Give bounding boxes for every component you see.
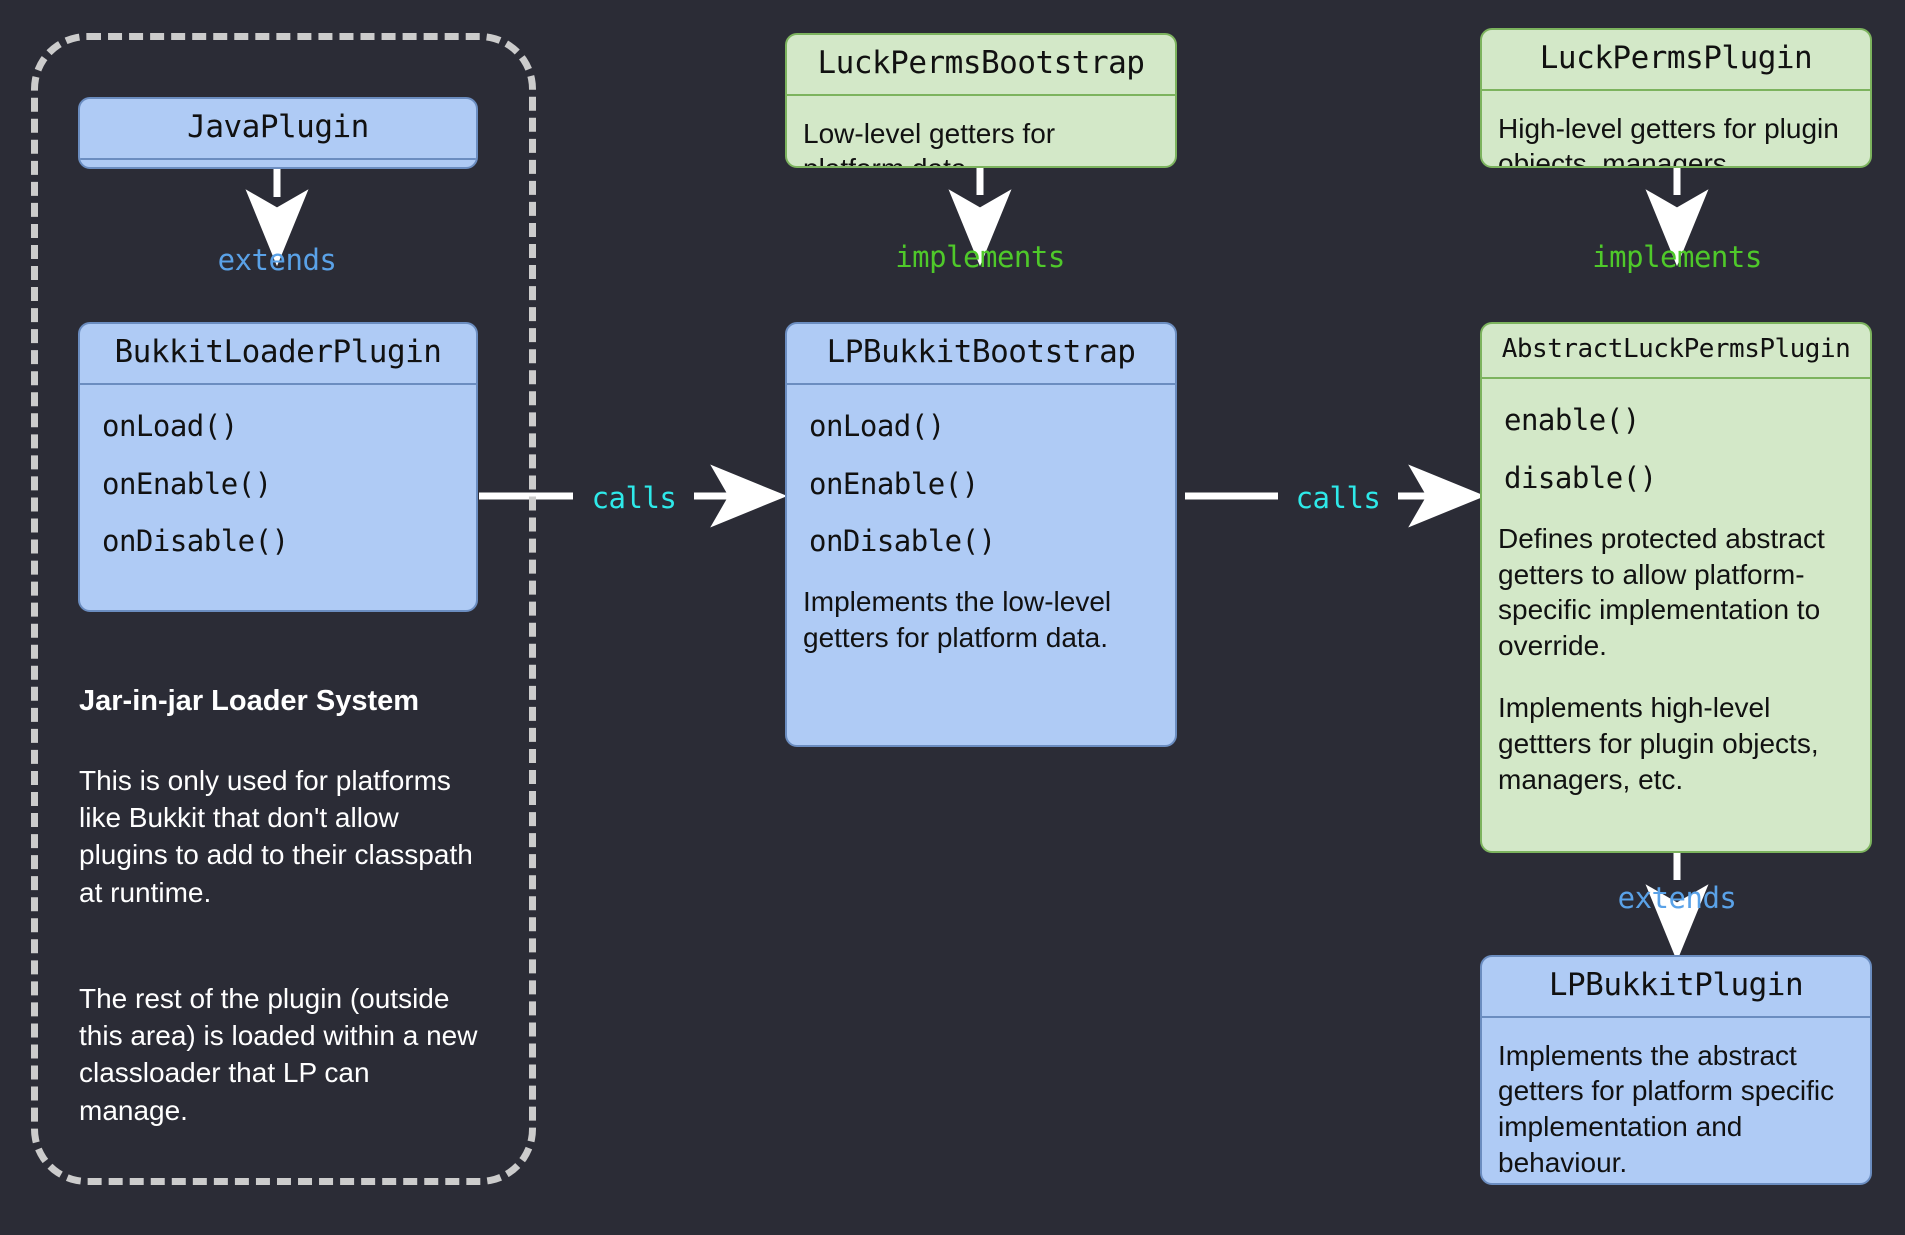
method-item: onLoad() bbox=[809, 408, 945, 443]
edge-label-calls-bootstrap: calls bbox=[1295, 481, 1381, 515]
node-bukkit-loader-plugin[interactable]: BukkitLoaderPlugin onLoad() onEnable() o… bbox=[78, 322, 478, 612]
node-description: Low-level getters for platform data. bbox=[803, 117, 1056, 166]
node-title: LuckPermsBootstrap bbox=[787, 35, 1175, 96]
node-title: LuckPermsPlugin bbox=[1482, 30, 1870, 91]
node-description: Implements high-level gettters for plugi… bbox=[1498, 691, 1819, 795]
method-item: disable() bbox=[1504, 460, 1657, 495]
method-item: onDisable() bbox=[809, 524, 996, 559]
node-luckperms-plugin[interactable]: LuckPermsPlugin High-level getters for p… bbox=[1480, 28, 1872, 168]
node-body bbox=[80, 160, 476, 167]
method-item: enable() bbox=[1504, 402, 1640, 437]
node-luckperms-bootstrap[interactable]: LuckPermsBootstrap Low-level getters for… bbox=[785, 33, 1177, 168]
subgraph-paragraph-1: This is only used for platforms like Buk… bbox=[79, 765, 473, 908]
node-abstract-luckperms-plugin[interactable]: AbstractLuckPermsPlugin enable() disable… bbox=[1480, 322, 1872, 853]
jar-in-jar-subgraph-container bbox=[31, 33, 536, 1185]
node-body: enable() disable() Defines protected abs… bbox=[1482, 379, 1870, 851]
node-java-plugin[interactable]: JavaPlugin bbox=[78, 97, 478, 169]
node-title: LPBukkitBootstrap bbox=[787, 324, 1175, 385]
node-title: LPBukkitPlugin bbox=[1482, 957, 1870, 1018]
node-title: BukkitLoaderPlugin bbox=[80, 324, 476, 385]
node-lp-bukkit-plugin[interactable]: LPBukkitPlugin Implements the abstract g… bbox=[1480, 955, 1872, 1185]
node-body: Implements the abstract getters for plat… bbox=[1482, 1018, 1870, 1183]
subgraph-paragraph-2: The rest of the plugin (outside this are… bbox=[79, 983, 478, 1126]
node-body: onLoad() onEnable() onDisable() Implemen… bbox=[787, 385, 1175, 745]
node-title: AbstractLuckPermsPlugin bbox=[1482, 324, 1870, 379]
node-description: Defines protected abstract getters to al… bbox=[1498, 522, 1825, 662]
method-item: onEnable() bbox=[102, 466, 272, 501]
method-item: onDisable() bbox=[102, 524, 289, 559]
subgraph-heading: Jar-in-jar Loader System bbox=[79, 685, 420, 717]
edge-label-extends-java: extends bbox=[217, 243, 337, 277]
node-lp-bukkit-bootstrap[interactable]: LPBukkitBootstrap onLoad() onEnable() on… bbox=[785, 322, 1177, 747]
method-item: onLoad() bbox=[102, 408, 238, 443]
node-body: Low-level getters for platform data. bbox=[787, 96, 1175, 166]
edge-label-calls-loader: calls bbox=[591, 481, 677, 515]
method-item: onEnable() bbox=[809, 466, 979, 501]
edge-label-implements-bootstrap: implements bbox=[895, 240, 1065, 274]
edge-label-implements-plugin: implements bbox=[1592, 240, 1762, 274]
node-description: Implements the abstract getters for plat… bbox=[1498, 1039, 1835, 1179]
node-body: High-level getters for plugin objects, m… bbox=[1482, 91, 1870, 168]
edge-label-extends-abstract: extends bbox=[1617, 881, 1737, 915]
node-description: High-level getters for plugin objects, m… bbox=[1498, 112, 1839, 168]
node-description: Implements the low-level getters for pla… bbox=[803, 586, 1112, 654]
node-title: JavaPlugin bbox=[80, 99, 476, 160]
node-body: onLoad() onEnable() onDisable() bbox=[80, 385, 476, 610]
